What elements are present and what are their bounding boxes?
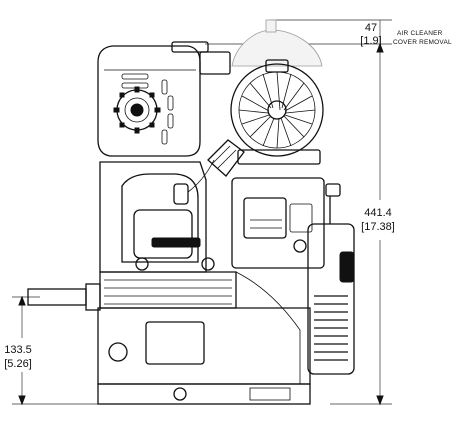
brand-plate <box>151 237 201 248</box>
arrow-shaft-bottom <box>18 395 26 406</box>
air-cleaner-cover-knob-ghost <box>265 19 277 33</box>
carburetor-housing <box>231 177 325 269</box>
fuel-cap-center <box>130 103 144 117</box>
arrow-overall-top <box>376 42 384 53</box>
overall-height-in: [17.38] <box>361 221 395 233</box>
top-offset-in: [1.9] <box>360 35 381 47</box>
intake-elbow <box>207 139 245 177</box>
carburetor-float-bowl <box>289 203 313 233</box>
arrow-overall-bottom <box>376 395 384 406</box>
shaft-seal <box>85 283 101 311</box>
valve-cover <box>133 209 193 259</box>
overall-height-mm: 441.4 <box>364 207 392 219</box>
governor-arm <box>325 183 341 197</box>
air-cleaner-knob <box>265 59 289 73</box>
spark-plug <box>173 183 189 205</box>
oil-sump-cover <box>145 321 205 365</box>
air-cleaner-base <box>237 149 321 165</box>
tank-bracket <box>171 41 209 53</box>
shaft-height-in: [5.26] <box>4 358 32 370</box>
spark-plug-wire <box>187 159 215 193</box>
carburetor-ribs <box>250 219 282 229</box>
mounting-base <box>97 383 311 405</box>
oil-fill-cap <box>108 342 128 362</box>
engine-body <box>27 41 355 405</box>
dimension-lines <box>12 19 392 406</box>
head-bolt-right <box>201 257 215 271</box>
arrow-shaft-top <box>18 295 26 306</box>
starter-handle <box>339 251 355 283</box>
note-line-1: AIR CLEANER <box>397 30 443 37</box>
choke-knob <box>293 239 307 253</box>
note-line-2: COVER REMOVAL <box>393 39 452 46</box>
shaft-height-mm: 133.5 <box>4 344 32 356</box>
head-bolt-left <box>135 257 149 271</box>
air-cleaner-hub <box>267 100 287 120</box>
crankcase-upper <box>99 271 237 309</box>
cooling-fins <box>104 279 232 305</box>
tank-mount <box>199 51 231 75</box>
fuel-tank <box>97 45 201 157</box>
air-cleaner-housing <box>230 63 324 157</box>
air-cleaner-fins <box>238 71 316 149</box>
fuel-cap-grips <box>113 86 161 134</box>
base-foot <box>249 387 291 401</box>
top-offset-mm: 47 <box>365 22 377 34</box>
fuel-cap-inner <box>124 97 150 123</box>
recoil-vents <box>314 295 348 361</box>
crankcase-curve <box>235 271 301 384</box>
drain-plug <box>173 387 187 401</box>
blower-shroud <box>99 161 207 273</box>
intake-elbow-ribs <box>211 145 237 169</box>
fuel-tank-louvres <box>121 73 174 145</box>
carburetor-body <box>243 197 287 239</box>
recoil-housing <box>307 223 355 375</box>
cylinder-head <box>121 173 199 263</box>
